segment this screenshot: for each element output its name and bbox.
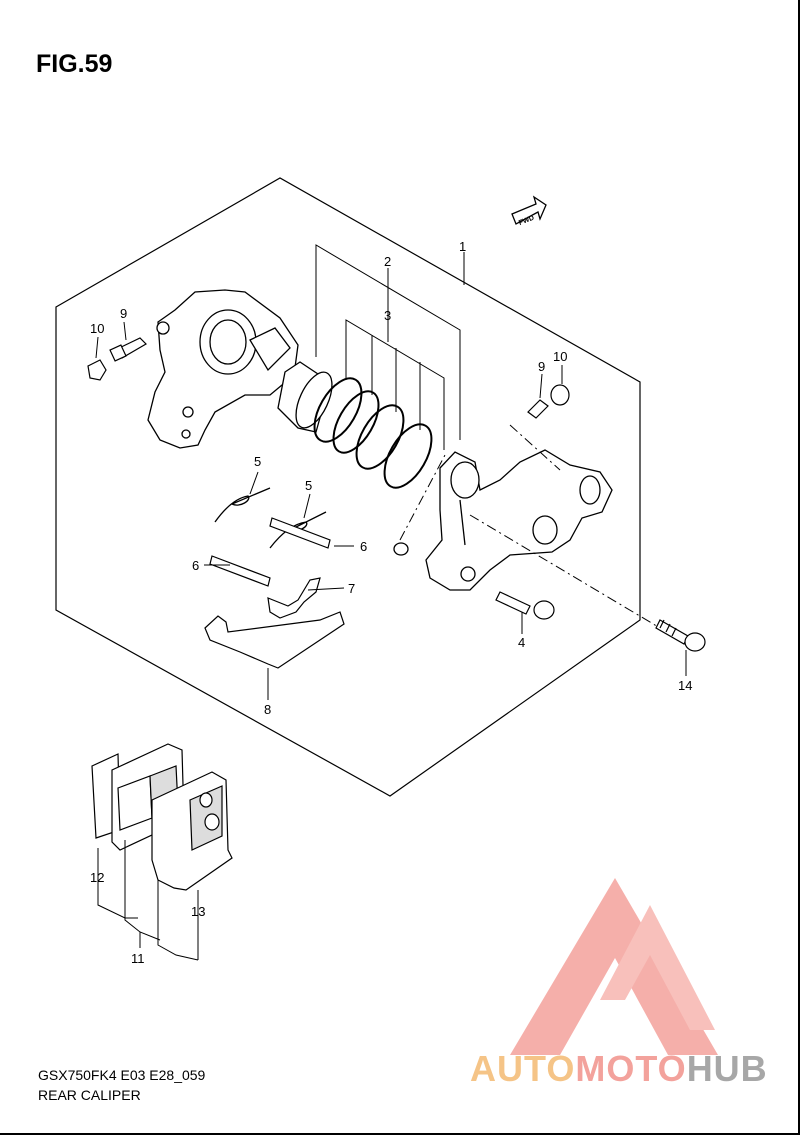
callout-5-left: 5 — [254, 454, 261, 469]
piston-seals — [313, 377, 433, 489]
callout-10-left: 10 — [90, 321, 104, 336]
bleeder-cap-left — [87, 359, 107, 381]
callout-5-right: 5 — [305, 478, 312, 493]
assembly-boundary — [55, 177, 641, 797]
bracket-lines — [315, 244, 465, 450]
callout-3: 3 — [384, 308, 391, 323]
callout-8: 8 — [264, 702, 271, 717]
figure-label: FIG.59 — [36, 50, 113, 78]
mounting-bolt — [655, 619, 706, 652]
callout-numbers: 1 2 3 9 10 9 10 5 5 6 6 7 4 8 14 12 13 1… — [90, 239, 692, 966]
callout-6-left: 6 — [192, 558, 199, 573]
callout-4: 4 — [518, 635, 525, 650]
bleeder-valve-right — [527, 399, 549, 419]
callout-13: 13 — [191, 904, 205, 919]
callout-7: 7 — [348, 581, 355, 596]
forward-arrow-icon: FWD — [511, 195, 547, 227]
callout-11: 11 — [131, 951, 145, 966]
callout-2: 2 — [384, 254, 391, 269]
callout-10-right: 10 — [553, 349, 567, 364]
bleeder-cap-right — [550, 384, 570, 406]
caliper-bracket — [425, 449, 613, 591]
piston — [277, 361, 333, 433]
pad-retainer-clip — [267, 577, 321, 619]
callout-9-left: 9 — [120, 306, 127, 321]
pad-pins — [209, 517, 331, 587]
watermark-part2: MOTO — [575, 1048, 687, 1089]
watermark-text: AUTOMOTOHUB — [470, 1048, 768, 1090]
caliper-bolt — [495, 591, 555, 620]
leader-lines — [95, 321, 687, 961]
callout-12: 12 — [90, 870, 104, 885]
watermark-part3: HUB — [686, 1048, 768, 1089]
footer-assembly-name: REAR CALIPER — [38, 1087, 141, 1103]
callout-9-right: 9 — [538, 359, 545, 374]
callout-6-right: 6 — [360, 539, 367, 554]
callout-14: 14 — [678, 678, 692, 693]
watermark-part1: AUTO — [470, 1048, 576, 1089]
footer-model-code: GSX750FK4 E03 E28_059 — [38, 1067, 206, 1083]
pad-shim-plate — [204, 611, 345, 669]
alignment-dashes — [399, 424, 661, 629]
washer — [393, 542, 409, 556]
watermark-logo — [510, 878, 718, 1055]
callout-1: 1 — [459, 239, 466, 254]
bleeder-valve-left — [109, 337, 147, 362]
caliper-body-outer — [147, 289, 299, 449]
brake-pad-rear — [151, 771, 233, 891]
